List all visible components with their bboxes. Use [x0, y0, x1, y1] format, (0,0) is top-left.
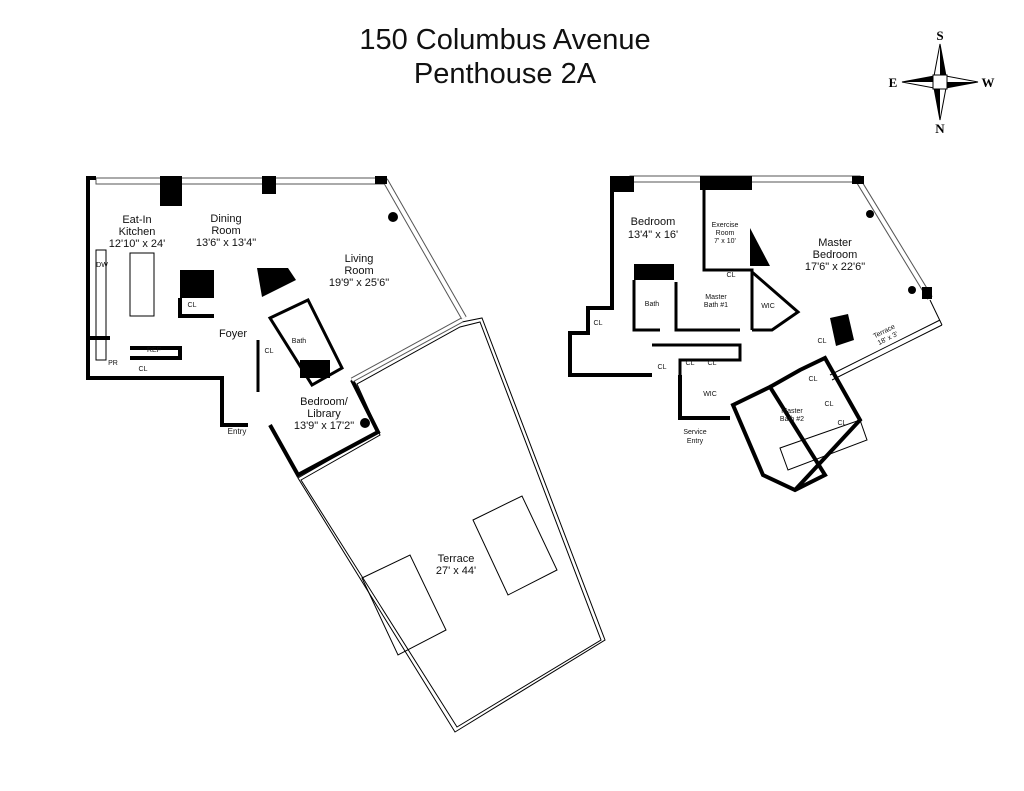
foyer-label: Foyer — [219, 328, 247, 340]
master-bath-1-name-2: Bath #1 — [704, 302, 728, 309]
closet-label: CL — [188, 302, 197, 309]
bedroom-library-dims: 13'9" x 17'2" — [294, 420, 354, 432]
service-entry-line-2: Entry — [687, 438, 704, 445]
living-name-2: Room — [344, 265, 373, 277]
bedroom-library-name-2: Library — [307, 408, 341, 420]
bath-label: Bath — [292, 338, 307, 345]
closet-label: CL — [658, 364, 667, 371]
entry-label: Entry — [228, 427, 247, 436]
master-bedroom-name-2: Bedroom — [813, 249, 858, 261]
closet-label: CL — [265, 348, 274, 355]
master-bath-2-name-1: Master — [781, 408, 803, 415]
title-line-1: 150 Columbus Avenue — [359, 24, 651, 56]
upper-level-plan: Bedroom 13'4" x 16' Exercise Room 7' x 1… — [568, 175, 943, 493]
closet-label: CL — [818, 338, 827, 345]
compass-w: W — [982, 75, 995, 90]
closet-label: CL — [139, 366, 148, 373]
wic-label: WIC — [703, 391, 717, 398]
kitchen-name-2: Kitchen — [119, 226, 156, 238]
lower-level-plan: Eat-In Kitchen 12'10" x 24' Dining Room … — [86, 176, 606, 733]
living-dims: 19'9" x 25'6" — [329, 277, 389, 289]
dining-name-1: Dining — [210, 213, 241, 225]
closet-label: CL — [838, 420, 847, 427]
terrace-outline — [297, 317, 606, 733]
dining-dims: 13'6" x 13'4" — [196, 237, 256, 249]
compass-rose-icon: S N E W — [889, 28, 995, 136]
master-bedroom-name-1: Master — [818, 237, 852, 249]
title-line-2: Penthouse 2A — [413, 58, 597, 90]
exercise-dims: 7' x 10' — [714, 238, 736, 245]
bath-label: Bath — [645, 301, 660, 308]
refrigerator-label: REF — [147, 347, 161, 354]
bedroom-name: Bedroom — [631, 216, 676, 228]
closet-label: CL — [727, 272, 736, 279]
terrace-planter — [361, 554, 447, 656]
bedroom-library-name-1: Bedroom/ — [300, 396, 349, 408]
living-name-1: Living — [345, 253, 374, 265]
closet-label: CL — [594, 320, 603, 327]
powder-room-label: PR — [108, 360, 118, 367]
terrace-planter — [472, 495, 558, 596]
bedroom-dims: 13'4" x 16' — [628, 229, 678, 241]
closet-label: CL — [825, 401, 834, 408]
dining-name-2: Room — [211, 225, 240, 237]
kitchen-name-1: Eat-In — [122, 214, 151, 226]
service-entry-line-1: Service — [683, 429, 706, 436]
compass-s: S — [936, 28, 943, 43]
wic-label: WIC — [761, 303, 775, 310]
master-bath-2-name-2: Bath #2 — [780, 416, 804, 423]
compass-n: N — [935, 121, 945, 136]
exercise-name-1: Exercise — [712, 222, 739, 229]
closet-label: CL — [809, 376, 818, 383]
dishwasher-label: DW — [96, 262, 108, 269]
compass-e: E — [889, 75, 898, 90]
closet-label: CL — [686, 360, 695, 367]
exercise-name-2: Room — [716, 230, 735, 237]
master-bedroom-dims: 17'6" x 22'6" — [805, 261, 865, 273]
master-bath-1-name-1: Master — [705, 294, 727, 301]
closet-label: CL — [708, 360, 717, 367]
kitchen-dims: 12'10" x 24' — [109, 238, 165, 250]
terrace-dims: 27' x 44' — [436, 565, 476, 577]
terrace-name: Terrace — [438, 553, 475, 565]
